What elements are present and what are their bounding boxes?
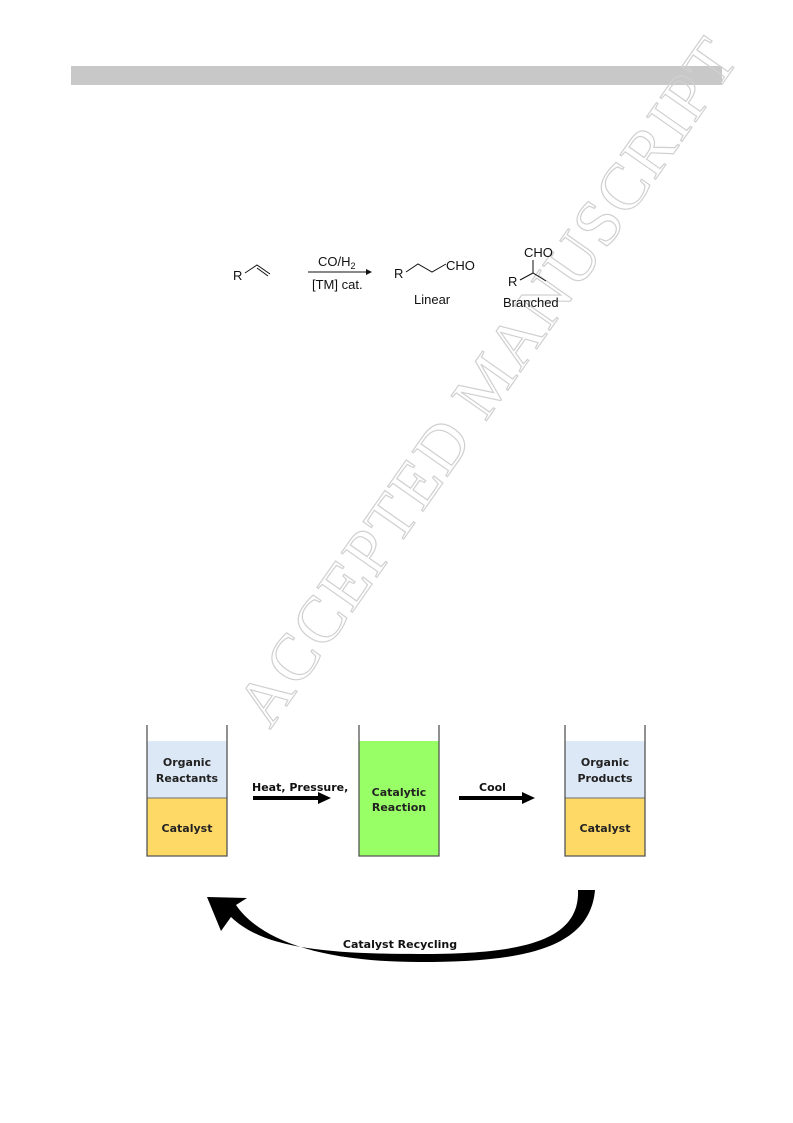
arrow2-label: Cool (479, 781, 506, 794)
recycling-arrow (207, 890, 595, 962)
watermark: ACCEPTED MANUSCRIPT (222, 24, 753, 738)
biphasic-figure: Organic Reactants Catalyst Heat, Pressur… (146, 725, 646, 962)
branched-r-label: R (508, 274, 517, 289)
heat-arrowhead (318, 792, 331, 804)
header-bar (71, 66, 722, 85)
branched-cho-label: CHO (524, 245, 553, 260)
vessel-reaction: Catalytic Reaction (358, 725, 440, 857)
reaction-phase (359, 741, 439, 856)
alkene-bond (244, 264, 271, 275)
vessel2-line1: Catalytic (372, 786, 427, 799)
vessel-outline-3 (564, 725, 646, 857)
vessel3-top-line1: Organic (581, 756, 629, 769)
linear-label: Linear (414, 292, 451, 307)
linear-chain (405, 263, 447, 273)
catalyst-phase-1 (147, 798, 227, 856)
linear-cho-label: CHO (446, 258, 475, 273)
vessel1-top-line2: Reactants (156, 772, 219, 785)
vessel3-bottom: Catalyst (580, 822, 631, 835)
organic-phase-3 (565, 741, 645, 798)
reagents-top: CO/H2 (318, 254, 356, 271)
vessel-outline-2 (358, 725, 440, 857)
linear-r-label: R (394, 266, 403, 281)
arrow1-label: Heat, Pressure, (252, 781, 348, 794)
vessel3-top-line2: Products (577, 772, 633, 785)
vessel-products: Organic Products Catalyst (564, 725, 646, 857)
reagents-bottom: [TM] cat. (312, 277, 363, 292)
vessel1-top-line1: Organic (163, 756, 211, 769)
branched-label: Branched (503, 295, 559, 310)
branched-chain (519, 272, 547, 282)
reactant-r-label: R (233, 268, 242, 283)
organic-phase-1 (147, 741, 227, 798)
vessel-reactants: Organic Reactants Catalyst (146, 725, 228, 857)
recycle-label: Catalyst Recycling (343, 938, 457, 951)
alkene-double-bond (256, 267, 269, 277)
vessel-outline-1 (146, 725, 228, 857)
vessel1-bottom: Catalyst (162, 822, 213, 835)
hydroformylation-scheme: R CO/H2 [TM] cat. R CHO Linear CHO R Bra… (233, 245, 559, 310)
catalyst-phase-3 (565, 798, 645, 856)
vessel2-line2: Reaction (372, 801, 426, 814)
reaction-arrowhead (366, 269, 372, 275)
cool-arrowhead (522, 792, 535, 804)
